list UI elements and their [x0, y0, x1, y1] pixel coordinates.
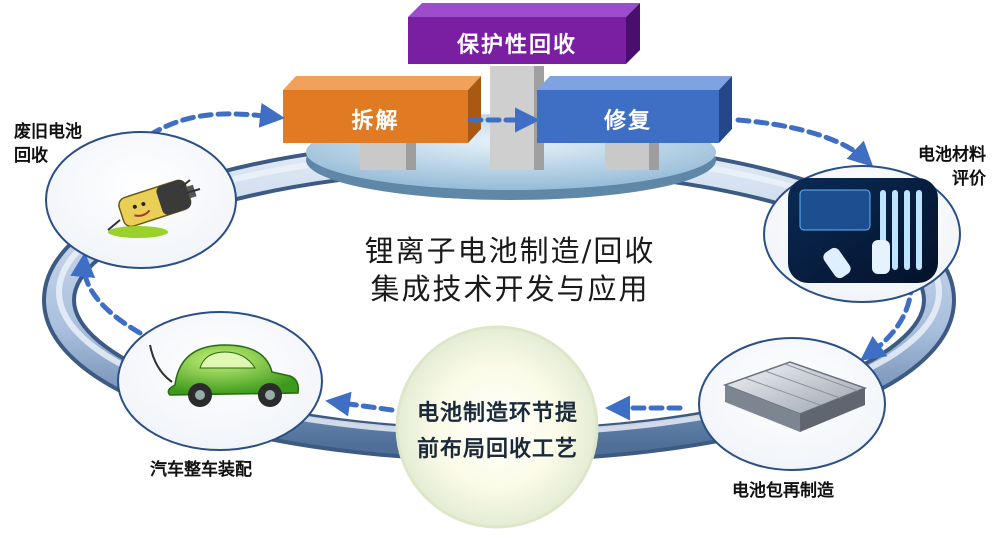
core-text-line1: 电池制造环节提	[416, 400, 578, 426]
arrow-car-to-waste	[70, 252, 143, 336]
arrow-repair-to-material	[735, 117, 874, 167]
car-icon	[149, 344, 300, 407]
node-pack-remanufacture-circle	[698, 337, 886, 471]
battery-icon	[118, 179, 197, 228]
vehicle-assembly-label: 汽车整车装配	[150, 460, 252, 480]
node-vehicle-assembly-circle	[117, 311, 323, 451]
waste-battery-label: 废旧电池 回收	[14, 122, 82, 166]
core-text: 电池制造环节提 前布局回收工艺	[395, 395, 600, 467]
top-box-label: 保护性回收	[456, 32, 577, 58]
center-title-line2: 集成技术开发与应用	[370, 272, 650, 306]
center-title-line1: 锂离子电池制造/回收	[364, 234, 656, 268]
node-waste-battery-circle	[45, 131, 237, 269]
core-text-line2: 前布局回收工艺	[416, 436, 578, 462]
material-eval-label: 电池材料 评价	[918, 145, 986, 189]
left-box-label: 拆解	[351, 108, 400, 134]
core-circle	[395, 325, 599, 529]
center-title: 锂离子电池制造/回收 集成技术开发与应用	[330, 232, 690, 308]
arrow-waste-to-disassemble	[147, 102, 285, 138]
arrow-core-to-car	[325, 391, 395, 417]
node-material-eval-circle	[763, 165, 961, 303]
right-box-3d	[537, 76, 732, 143]
left-box-3d	[283, 76, 481, 143]
top-box-3d	[408, 3, 640, 64]
pack-remanufacture-label: 电池包再制造	[732, 481, 834, 501]
right-box-label: 修复	[603, 108, 652, 134]
